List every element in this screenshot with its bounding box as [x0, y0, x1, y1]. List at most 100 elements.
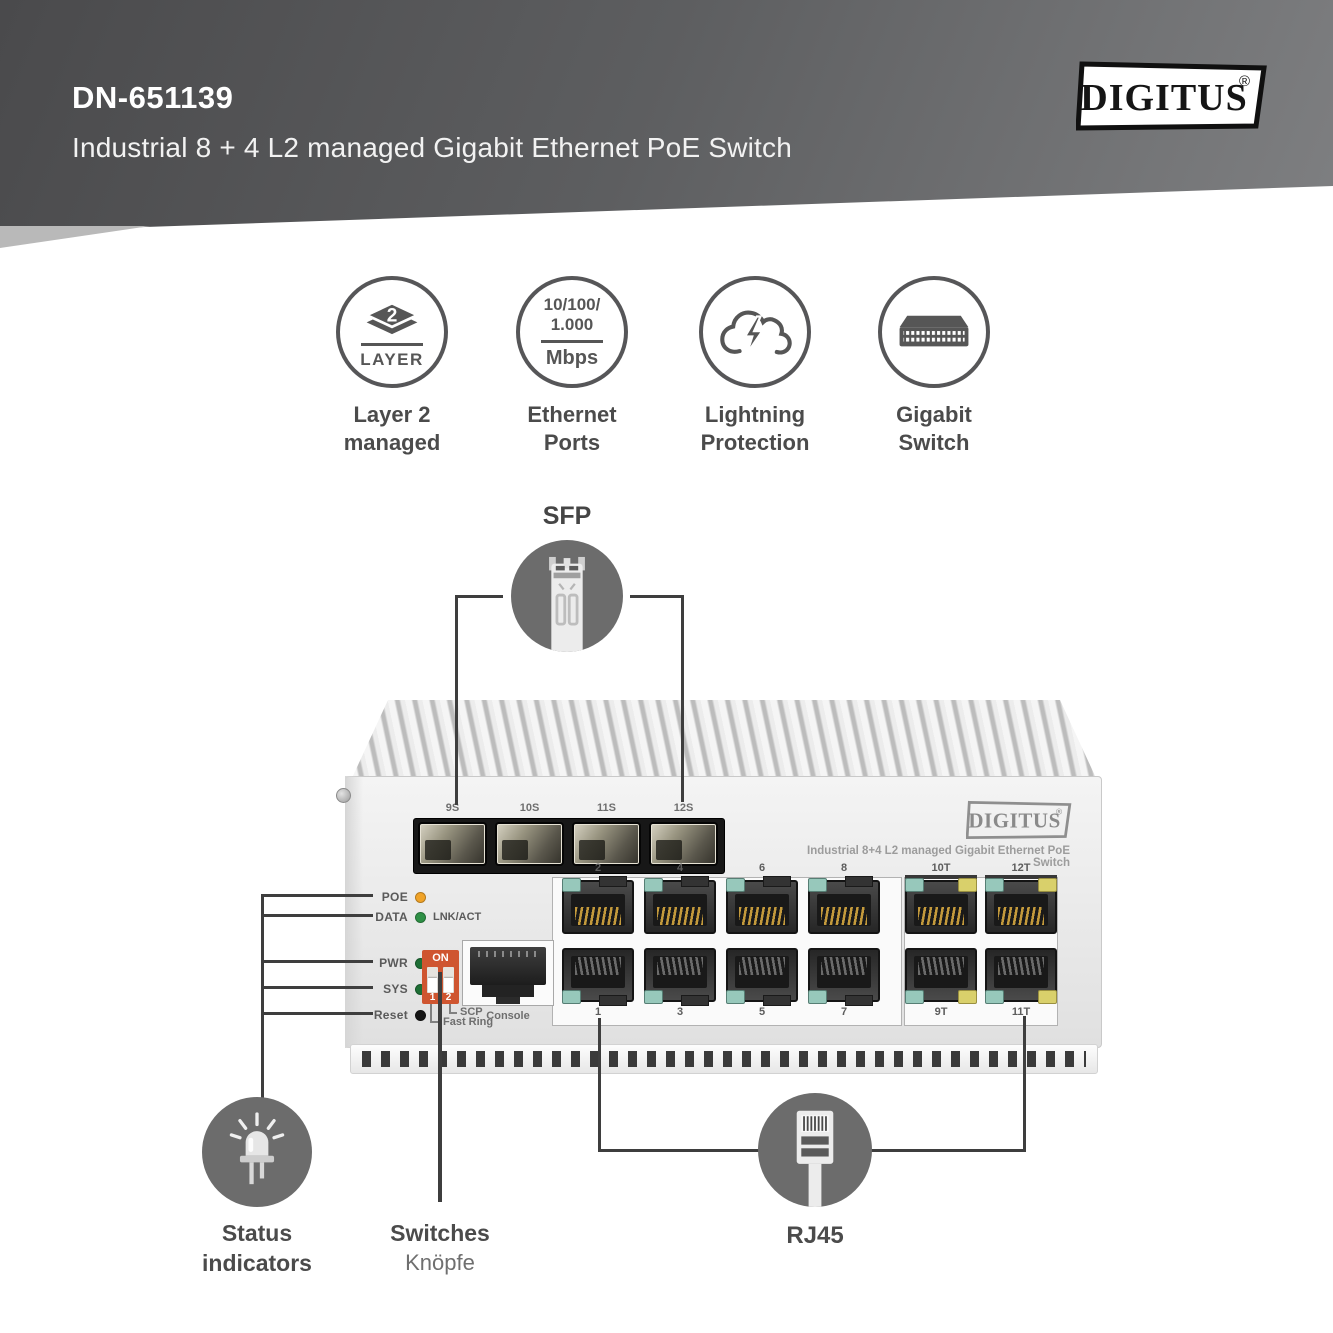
- rj45-port-5[interactable]: [726, 948, 798, 1006]
- led-row-poe: POE: [338, 889, 426, 905]
- port-label-bottom: 1: [594, 1006, 602, 1018]
- port-clip: [726, 990, 745, 1004]
- brand-name: DIGITUS: [1080, 77, 1248, 119]
- poe-label: POE: [381, 890, 408, 904]
- led-row-reset: Reset: [338, 1007, 426, 1023]
- rj45-line-left-h: [598, 1149, 760, 1152]
- port-label-top: 8: [840, 862, 848, 874]
- port-clip: [905, 990, 924, 1004]
- sfp-line-right-v: [681, 595, 684, 802]
- poe-led: [415, 891, 426, 903]
- dip-switch-2[interactable]: [443, 967, 454, 993]
- rj45-port-4[interactable]: [644, 876, 716, 934]
- uplink-label-top: 12T: [1011, 862, 1031, 874]
- switches-caption: Switches Knöpfe: [390, 1220, 490, 1275]
- rj45-caption: RJ45: [786, 1222, 844, 1249]
- speed-text-icon: 10/100/ 1.000 Mbps: [516, 276, 628, 388]
- led-row-pwr: PWR: [338, 955, 426, 971]
- sfp-port-9s: [418, 822, 487, 866]
- status-led-icon: [202, 1097, 312, 1207]
- port-clip: [644, 990, 663, 1004]
- cloud-lightning-icon: [699, 276, 811, 388]
- port-clip: [985, 878, 1004, 892]
- console-pins: [478, 951, 538, 957]
- feature-caption: Lightning Protection: [700, 402, 810, 455]
- rj45-port-12t[interactable]: [985, 878, 1057, 934]
- port-clip: [808, 990, 827, 1004]
- status-caption: Status indicators: [202, 1220, 312, 1276]
- port-clip: [562, 990, 581, 1004]
- divider: [361, 343, 423, 346]
- fast-ring-connector-line: [430, 1021, 440, 1023]
- port-label-bottom: 5: [758, 1006, 766, 1018]
- dip-on-label: ON: [432, 952, 449, 964]
- rack-switch-icon: [878, 276, 990, 388]
- scp-label: SCP: [460, 1006, 483, 1018]
- port-clip: [562, 878, 581, 892]
- rj45-plug-icon: [758, 1093, 872, 1207]
- dip-number-2: 2: [445, 992, 452, 1003]
- registered-mark: ®: [1239, 73, 1250, 90]
- reset-label: Reset: [373, 1008, 408, 1022]
- rj45-port-3[interactable]: [644, 948, 716, 1006]
- feature-caption: Ethernet Ports: [527, 402, 617, 455]
- feature-caption: Layer 2 managed: [343, 402, 441, 455]
- port-clip: [808, 878, 827, 892]
- status-line-vertical: [261, 894, 264, 1099]
- lnk-act-label: LNK/ACT: [433, 911, 482, 923]
- sfp-port-block: [413, 818, 725, 874]
- rj45-port-6[interactable]: [726, 876, 798, 934]
- scp-connector-line: [449, 1004, 451, 1013]
- port-clip: [726, 878, 745, 892]
- sfp-line-right-h: [630, 595, 684, 598]
- device-heatsink: [352, 700, 1096, 778]
- rj45-port-8[interactable]: [808, 876, 880, 934]
- port-clip: [905, 878, 924, 892]
- rj45-line-right-h: [870, 1149, 1026, 1152]
- reset-button[interactable]: [415, 1009, 426, 1021]
- rj45-port-9t[interactable]: [905, 948, 977, 1004]
- sfp-port-label: 11S: [597, 802, 616, 814]
- port-clip: [1038, 990, 1057, 1004]
- scp-connector-line: [449, 1012, 457, 1014]
- feature-layer2: 2 LAYER Layer 2 managed: [307, 276, 477, 457]
- port-label-bottom: 3: [676, 1006, 684, 1018]
- device-digitus-logo: DIGITUS ®: [966, 800, 1072, 840]
- port-clip: [958, 878, 977, 892]
- layer-badge-number: 2: [387, 305, 398, 326]
- port-label-top: 6: [758, 862, 766, 874]
- sfp-port-12s: [649, 822, 718, 866]
- speed-unit: Mbps: [545, 346, 599, 369]
- rj45-line-right-v: [1023, 1016, 1026, 1152]
- port-label-bottom: 7: [840, 1006, 848, 1018]
- dip-number-1: 1: [429, 992, 436, 1003]
- port-cap-bar: [905, 875, 977, 879]
- sfp-port-10s: [495, 822, 564, 866]
- rj45-port-10t[interactable]: [905, 878, 977, 934]
- data-led: [415, 911, 426, 923]
- dip-switch-1[interactable]: [427, 967, 438, 993]
- sfp-port-label: 10S: [519, 802, 540, 814]
- layer-badge-label: LAYER: [360, 350, 424, 369]
- device-left-face: [345, 776, 363, 1048]
- device-panel-subtitle: Industrial 8+4 L2 managed Gigabit Ethern…: [807, 845, 1070, 869]
- rj45-port-7[interactable]: [808, 948, 880, 1006]
- fast-ring-connector-line: [430, 1004, 432, 1023]
- port-label-top: 4: [676, 862, 684, 874]
- feature-gigabit-switch: Gigabit Switch: [849, 276, 1019, 457]
- speed-line-1: 10/100/: [543, 294, 601, 314]
- status-line-poe: [261, 894, 373, 897]
- rj45-port-2[interactable]: [562, 876, 634, 934]
- product-subtitle: Industrial 8 + 4 L2 managed Gigabit Ethe…: [72, 132, 792, 163]
- sfp-line-left-h: [455, 595, 503, 598]
- console-port[interactable]: [470, 947, 546, 985]
- header-wedge: [0, 226, 150, 248]
- port-label-top: 2: [594, 862, 602, 874]
- uplink-label-top: 10T: [931, 862, 951, 874]
- uplink-label-bottom: 9T: [934, 1006, 948, 1018]
- rj45-port-11t[interactable]: [985, 948, 1057, 1004]
- rj45-port-1[interactable]: [562, 948, 634, 1006]
- sys-label: SYS: [383, 982, 408, 996]
- uplink-label-bottom: 11T: [1011, 1006, 1031, 1018]
